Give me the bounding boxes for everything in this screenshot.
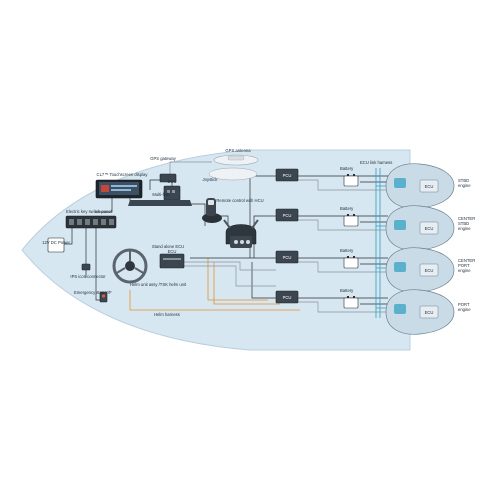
ecu-link-harness-label: ECU link harness	[360, 160, 392, 165]
engine-stbd-ecu: ECU	[425, 184, 434, 189]
engine-center-stbd-label-2: STBD	[458, 221, 469, 226]
gps-gateway: GPS gateway	[150, 156, 177, 183]
pcu-4: PCU	[275, 290, 299, 304]
pcu-1-label: PCU	[283, 173, 292, 178]
pcu-2: PCU	[275, 208, 299, 222]
engine-center-port-label-3: engine	[458, 268, 471, 273]
battery-1: Battery	[340, 166, 359, 187]
gps-antenna: GPS antenna	[213, 148, 259, 166]
stand-alone-ecu-label: Stand alone ECU	[152, 244, 184, 249]
key-switch-panel: Electric key switch panel	[65, 209, 117, 229]
helm-harness-label: Helm harness	[154, 312, 180, 317]
gps-antenna-base	[208, 167, 258, 181]
ips-icon-connector-label: IPS icon connector	[70, 274, 106, 279]
engine-center-port-label-2: PORT	[458, 263, 470, 268]
joystick: Joystick	[202, 177, 222, 223]
engine-center-port-ecu: ECU	[425, 268, 434, 273]
engine-stbd-label-1: STBD	[458, 178, 469, 183]
engine-port-ecu: ECU	[425, 310, 434, 315]
engine-center-stbd-ecu: ECU	[425, 226, 434, 231]
pcu-1: PCU	[275, 168, 299, 182]
emergency-stop-label: Emergency stop Y/F	[74, 290, 112, 295]
helm-unit-label: Helm unit assy /TSK helm unit	[130, 282, 187, 287]
gps-gateway-label: GPS gateway	[150, 156, 177, 161]
pcu-2-label: PCU	[283, 213, 292, 218]
battery-2: Battery	[340, 206, 359, 227]
gps-antenna-label: GPS antenna	[225, 148, 251, 153]
engine-center-stbd: ECU CENTER STBD engine	[385, 205, 475, 251]
multi-hub-label: Multi-hub	[152, 192, 170, 197]
battery-2-label: Battery	[340, 206, 354, 211]
battery-3: Battery	[340, 248, 359, 269]
emergency-stop: Emergency stop Y/F	[74, 290, 112, 303]
stand-alone-ecu: Stand alone ECU ECU	[152, 244, 185, 269]
battery-1-label: Battery	[340, 166, 354, 171]
battery-3-label: Battery	[340, 248, 354, 253]
engine-port-label-2: engine	[458, 307, 471, 312]
engine-center-port: ECU CENTER PORT engine	[385, 247, 475, 293]
key-switch-panel-label: Electric key switch panel	[66, 209, 112, 214]
battery-4-label: Battery	[340, 288, 354, 293]
helm-unit: Helm unit assy /TSK helm unit	[112, 248, 187, 287]
pcu-3-label: PCU	[283, 255, 292, 260]
engine-port: ECU PORT engine	[385, 289, 471, 335]
battery-4: Battery	[340, 288, 359, 309]
engine-stbd: ECU STBD engine	[385, 163, 471, 209]
engine-center-stbd-label-1: CENTER	[458, 216, 475, 221]
power-12v-label: 12V DC Power	[42, 240, 70, 245]
stand-alone-ecu-tag: ECU	[168, 249, 177, 254]
engine-port-label-1: PORT	[458, 302, 470, 307]
multi-hub: Multi-hub	[128, 192, 192, 206]
dcu-label: DCU	[167, 179, 176, 184]
engine-center-port-label-1: CENTER	[458, 258, 475, 263]
ips-icon-connector: IPS icon connector	[70, 263, 106, 279]
remote-control-hcu: Remote control with HCU	[216, 198, 264, 248]
dcu-unit: DCU	[163, 179, 181, 201]
remote-control-label: Remote control with HCU	[216, 198, 263, 203]
engine-stbd-label-2: engine	[458, 183, 471, 188]
touchscreen-display-label: CL7™ Touchscreen display	[97, 172, 149, 177]
touchscreen-display: CL7™ Touchscreen display	[95, 172, 149, 199]
power-12v: 12V DC Power	[42, 237, 70, 253]
engine-center-stbd-label-3: engine	[458, 226, 471, 231]
pcu-4-label: PCU	[283, 295, 292, 300]
joystick-label: Joystick	[203, 177, 219, 182]
pcu-3: PCU	[275, 250, 299, 264]
